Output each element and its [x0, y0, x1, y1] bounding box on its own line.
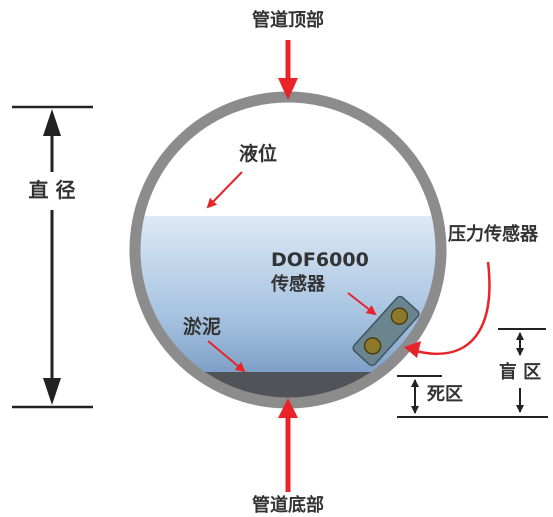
diameter-label: 直 径: [29, 178, 76, 202]
sensor-eye-icon: [390, 307, 409, 325]
liquid-level-pointer: [206, 171, 243, 209]
dof6000-sensor-device: [352, 295, 420, 367]
dof6000-model-label: DOF6000: [271, 249, 369, 271]
pipe-top-label: 管道顶部: [252, 9, 324, 31]
bottom-arrow-head: [278, 398, 298, 418]
dof6000-sensor-label: 传感器: [270, 273, 326, 295]
sensor-pointer: [347, 292, 377, 316]
blind-zone-label: 盲 区: [499, 361, 541, 383]
diameter-up-arrow-icon: [43, 109, 61, 136]
pressure-sensor-label: 压力传感器: [448, 223, 539, 245]
pipe-interior: [140, 102, 436, 398]
diameter-down-arrow-icon: [43, 378, 61, 405]
pipe-bottom-label: 管道底部: [252, 494, 324, 516]
liquid-level-label: 液位: [239, 142, 277, 165]
sensor-eye-icon: [363, 337, 382, 355]
top-arrow-head: [278, 78, 298, 100]
pressure-sensor-pointer: [411, 261, 491, 355]
sludge-pointer: [207, 340, 246, 373]
dead-zone-label: 死区: [427, 384, 463, 405]
pressure-pointer-head: [404, 341, 421, 358]
sludge-label: 淤泥: [183, 315, 221, 338]
